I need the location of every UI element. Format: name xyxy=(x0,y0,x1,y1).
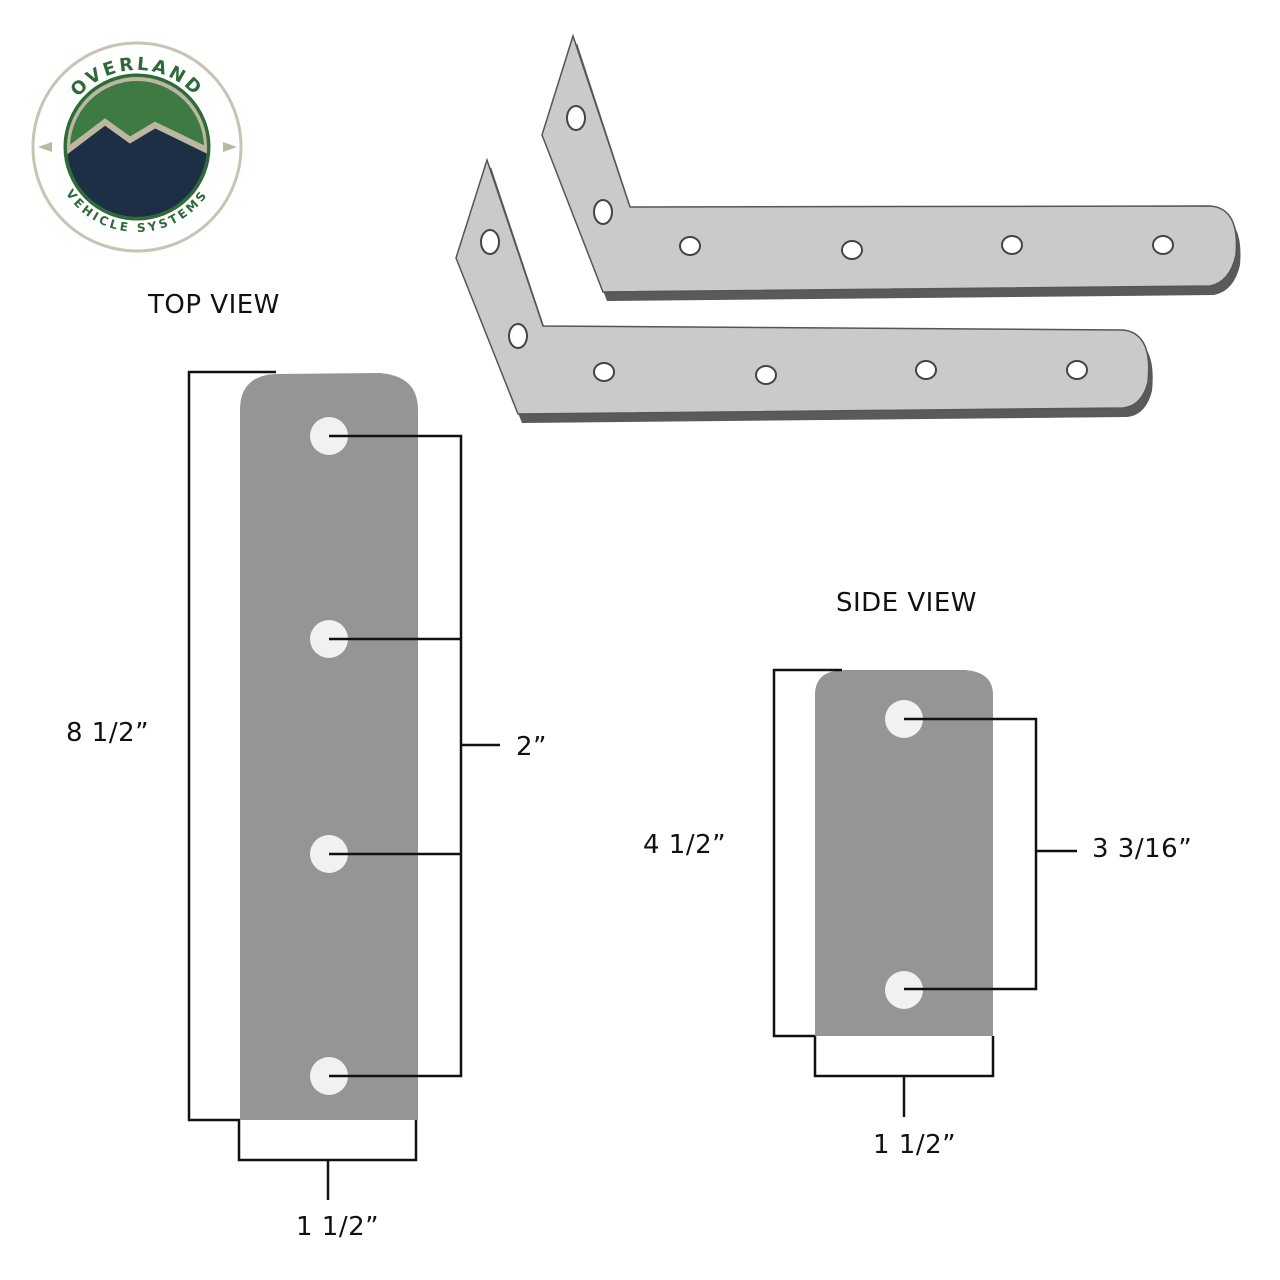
side-view-spacing-label: 3 3/16” xyxy=(1092,834,1193,864)
side-view-width-label: 1 1/2” xyxy=(873,1130,957,1160)
top-view-drawing xyxy=(187,370,500,1200)
bracket-front xyxy=(455,157,1153,423)
top-view-spacing-label: 2” xyxy=(516,732,548,762)
top-view-length-label: 8 1/2” xyxy=(66,718,150,748)
top-view-title: TOP VIEW xyxy=(148,290,280,320)
bracket-render xyxy=(0,0,1280,440)
side-view-length-label: 4 1/2” xyxy=(643,830,727,860)
logo-emblem-icon: OVERLAND VEHICLE SYSTEMS xyxy=(31,41,243,253)
side-view-title: SIDE VIEW xyxy=(836,588,977,618)
top-view-width-label: 1 1/2” xyxy=(296,1212,380,1242)
bracket-back xyxy=(541,33,1241,301)
side-view-drawing xyxy=(640,0,1280,1280)
overland-logo: OVERLAND VEHICLE SYSTEMS xyxy=(30,40,245,255)
